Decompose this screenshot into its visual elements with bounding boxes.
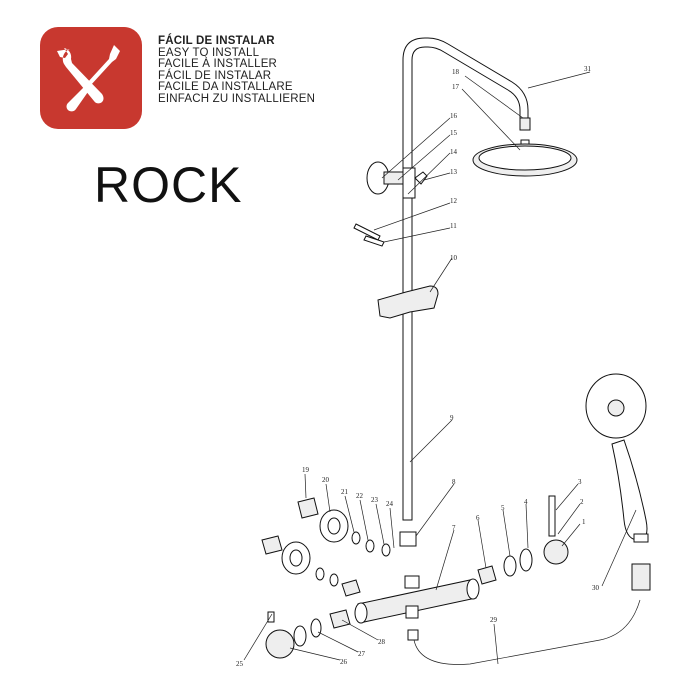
shower-hose xyxy=(413,599,641,665)
callout-26: 26 xyxy=(340,658,348,666)
callout-10: 10 xyxy=(450,254,458,262)
install-line-pt: FÁCIL DE INSTALAR xyxy=(158,69,272,82)
callout-18: 18 xyxy=(452,68,460,76)
install-line-en: EASY TO INSTALL xyxy=(158,46,260,59)
callout-25: 25 xyxy=(236,660,244,668)
callout-13: 13 xyxy=(450,168,458,176)
riser-pipe xyxy=(402,37,529,521)
cartridge xyxy=(477,565,497,585)
pipe-sleeve xyxy=(399,531,417,547)
wrench-screwdriver-icon xyxy=(57,45,120,112)
install-line-de: EINFACH ZU INSTALLIEREN xyxy=(158,92,316,105)
callout-16: 16 xyxy=(450,112,458,120)
callout-4: 4 xyxy=(524,498,528,506)
handle-left xyxy=(265,629,295,659)
fitting-28 xyxy=(329,609,351,629)
callout-7: 7 xyxy=(452,524,456,532)
ring-4 xyxy=(519,548,533,572)
hose-nut xyxy=(631,563,651,591)
callout-8: 8 xyxy=(452,478,456,486)
callout-19: 19 xyxy=(302,466,310,474)
install-line-it: FACILE DA INSTALLARE xyxy=(158,81,293,94)
callout-5: 5 xyxy=(501,504,505,512)
callout-14: 14 xyxy=(450,148,458,156)
install-line-fr: FACILE À INSTALLER xyxy=(158,58,278,71)
callout-30: 30 xyxy=(592,584,600,592)
callout-2: 2 xyxy=(580,498,584,506)
ring-5 xyxy=(503,555,517,577)
callout-28: 28 xyxy=(378,638,386,646)
callout-12: 12 xyxy=(450,197,458,205)
screw-11 xyxy=(363,235,385,247)
callout-21: 21 xyxy=(341,488,349,496)
callout-31: 31 xyxy=(584,65,592,73)
callout-17: 17 xyxy=(452,83,460,91)
callout-29: 29 xyxy=(490,616,498,624)
callout-27: 27 xyxy=(358,650,366,658)
fitting-19 xyxy=(297,497,319,519)
callout-6: 6 xyxy=(476,514,480,522)
callout-23: 23 xyxy=(371,496,379,504)
callout-22: 22 xyxy=(356,492,364,500)
pin xyxy=(548,495,556,537)
install-line-es: FÁCIL DE INSTALAR xyxy=(158,35,275,47)
callout-20: 20 xyxy=(322,476,330,484)
callout-15: 15 xyxy=(450,129,458,137)
callout-3: 3 xyxy=(578,478,582,486)
fitting-left xyxy=(261,535,283,555)
install-languages: FÁCIL DE INSTALAR EASY TO INSTALL FACILE… xyxy=(158,35,316,106)
easy-install-badge xyxy=(40,27,142,129)
callout-24: 24 xyxy=(386,500,394,508)
callout-9: 9 xyxy=(450,414,454,422)
callout-1: 1 xyxy=(582,518,586,526)
product-title: ROCK xyxy=(94,157,243,213)
head-connector xyxy=(519,117,531,131)
hand-shower-slider xyxy=(377,285,439,319)
callout-11: 11 xyxy=(450,222,457,230)
